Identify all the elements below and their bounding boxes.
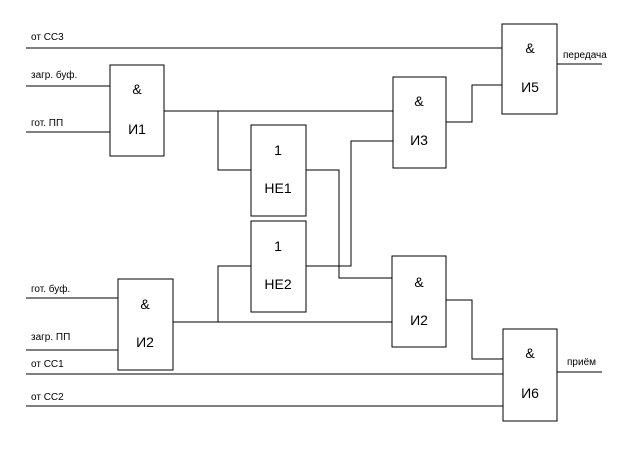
gate-i2-right-op: & xyxy=(414,274,424,290)
gate-i2-left-name: И2 xyxy=(136,334,154,350)
gate-i1: & И1 xyxy=(109,64,165,157)
gate-ne1-name: НЕ1 xyxy=(264,180,291,196)
gate-i1-name: И1 xyxy=(128,121,146,137)
wire-i2left-to-ne2 xyxy=(217,265,251,322)
gate-ne1-op: 1 xyxy=(274,142,282,158)
gate-i3: & И3 xyxy=(392,76,447,169)
gate-i5: & И5 xyxy=(501,23,558,115)
label-ot-ss1: от СС1 xyxy=(31,359,64,370)
label-zagr-pp: загр. ПП xyxy=(31,332,70,343)
label-ot-ss3: от СС3 xyxy=(31,32,64,43)
wire-i1-to-ne1 xyxy=(217,111,251,171)
wire-i2right-out xyxy=(446,299,503,360)
gate-i2-left: & И2 xyxy=(117,278,174,371)
gate-i6: & И6 xyxy=(502,328,558,422)
gate-i2-left-op: & xyxy=(140,296,150,312)
gate-ne2-op: 1 xyxy=(274,238,282,254)
gate-i2-right-name: И2 xyxy=(410,312,428,328)
gate-ne2: 1 НЕ2 xyxy=(250,220,307,313)
wires xyxy=(26,47,602,407)
gate-i5-op: & xyxy=(525,40,535,56)
gate-i6-name: И6 xyxy=(521,385,539,401)
label-priem: приём xyxy=(567,357,596,368)
label-got-buf: гот. буф. xyxy=(31,283,70,295)
wire-ne1-out xyxy=(306,169,392,279)
gate-i3-op: & xyxy=(414,93,424,109)
gate-ne1: 1 НЕ1 xyxy=(250,124,307,217)
gate-i6-op: & xyxy=(525,345,535,361)
label-zagr-buf: загр. буф. xyxy=(31,69,77,81)
wire-i3-out xyxy=(446,84,502,123)
label-ot-ss2: от СС2 xyxy=(31,392,64,403)
gate-i3-name: И3 xyxy=(410,132,428,148)
gate-ne2-name: НЕ2 xyxy=(264,276,291,292)
label-got-pp: гот. ПП xyxy=(31,118,63,129)
wire-ne2-out xyxy=(306,140,393,267)
gate-i5-name: И5 xyxy=(521,79,539,95)
signal-labels: от СС3 загр. буф. гот. ПП гот. буф. загр… xyxy=(31,32,607,403)
gate-i1-op: & xyxy=(132,81,142,97)
gate-i2-right: & И2 xyxy=(391,255,447,348)
label-peredacha: передача xyxy=(563,50,607,61)
